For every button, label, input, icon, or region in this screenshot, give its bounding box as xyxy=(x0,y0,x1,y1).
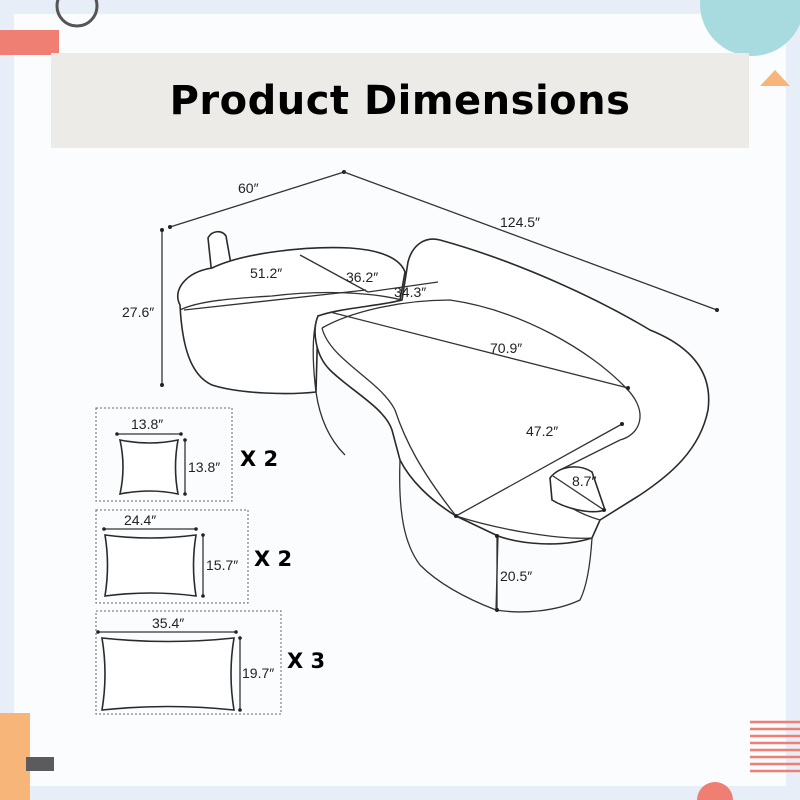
right-seat-depth-line xyxy=(367,281,439,293)
outline-circle-shape xyxy=(55,0,99,28)
arm-width-label: 8.7″ xyxy=(572,473,596,489)
pillow-small-quantity: X 2 xyxy=(240,447,278,471)
left-seat-width-label: 51.2″ xyxy=(250,265,282,281)
pillow-medium-quantity: X 2 xyxy=(254,547,292,571)
seat-height-dot-a xyxy=(495,534,499,538)
pillow-small-dot-c xyxy=(183,438,187,442)
pillow-medium-dot-b xyxy=(194,527,198,531)
header-bar: Product Dimensions xyxy=(51,53,749,148)
sofa-drawing xyxy=(177,230,710,613)
pillow-medium-shape xyxy=(104,534,197,597)
red-half-circle-shape xyxy=(697,782,733,800)
pillow-large-dot-b xyxy=(234,630,238,634)
teal-circle-shape xyxy=(700,0,800,56)
left-seat-top xyxy=(179,291,403,311)
left-front-face xyxy=(312,315,346,456)
seat-length-line xyxy=(329,311,629,389)
pillow-small-width-label: 13.8″ xyxy=(131,416,163,432)
seat-width-dot-b xyxy=(620,422,624,426)
left-seat-width-line xyxy=(183,289,367,311)
back-width-dot-a xyxy=(168,225,172,229)
overall-length-line xyxy=(343,171,718,311)
left-seat-depth-label: 36.2″ xyxy=(346,269,378,285)
dimension-lines xyxy=(160,170,719,612)
pillow-large-group: 35.4″ 19.7″ X 3 xyxy=(95,610,325,715)
pillow-medium-group: 24.4″ 15.7″ X 2 xyxy=(95,509,292,604)
height-dot-a xyxy=(160,228,164,232)
pillow-small-group: 13.8″ 13.8″ X 2 xyxy=(95,407,278,502)
front-face xyxy=(399,459,499,611)
seat-length-dot xyxy=(626,386,630,390)
front-face-right xyxy=(495,537,593,613)
pillow-medium-height-label: 15.7″ xyxy=(206,557,238,573)
seat-height-label: 20.5″ xyxy=(500,568,532,584)
pillow-medium-dot-a xyxy=(102,527,106,531)
seat-length-label: 70.9″ xyxy=(490,340,522,356)
orange-block-shape xyxy=(0,713,30,800)
pillow-medium-dashed-box xyxy=(95,509,249,604)
arm-width-line xyxy=(552,475,605,511)
gray-bar-shape xyxy=(26,757,54,771)
pillow-large-shape xyxy=(101,637,235,711)
arm-width-dot xyxy=(602,508,606,512)
red-bar-shape xyxy=(0,30,59,55)
pillow-large-dashed-box xyxy=(95,610,282,715)
seat-height-dot-b xyxy=(495,608,499,612)
height-dot-b xyxy=(160,383,164,387)
right-seat-inner xyxy=(321,327,593,539)
pillow-large-dot-d xyxy=(238,708,242,712)
pillow-small-dot-d xyxy=(183,492,187,496)
pillow-large-width-label: 35.4″ xyxy=(152,615,184,631)
height-label: 27.6″ xyxy=(122,304,154,320)
pillow-large-height-label: 19.7″ xyxy=(242,665,274,681)
striped-block-shape xyxy=(750,720,800,773)
overall-length-label: 124.5″ xyxy=(500,214,540,230)
seat-width-label: 47.2″ xyxy=(526,423,558,439)
overall-length-dot xyxy=(715,308,719,312)
page-title: Product Dimensions xyxy=(169,77,631,124)
pillow-medium-dot-c xyxy=(201,533,205,537)
pillow-small-height-label: 13.8″ xyxy=(188,459,220,475)
seat-width-line xyxy=(455,423,623,517)
pillow-medium-dot-d xyxy=(201,594,205,598)
pillow-large-dot-c xyxy=(238,636,242,640)
seat-width-dot-a xyxy=(454,514,458,518)
right-back xyxy=(314,238,710,545)
orange-triangle-shape xyxy=(760,70,790,86)
left-seat-depth-line xyxy=(299,254,369,293)
pillow-small-dashed-box xyxy=(95,407,233,502)
right-seat-depth-label: 34.3″ xyxy=(394,284,426,300)
pillow-small-dot-a xyxy=(115,432,119,436)
back-width-label: 60″ xyxy=(238,180,259,196)
pillow-medium-width-label: 24.4″ xyxy=(124,512,156,528)
back-width-line xyxy=(169,171,345,228)
pillow-large-dot-a xyxy=(96,630,100,634)
pillow-small-shape xyxy=(118,438,180,496)
pillow-large-quantity: X 3 xyxy=(287,649,325,673)
pillow-small-dot-b xyxy=(179,432,183,436)
